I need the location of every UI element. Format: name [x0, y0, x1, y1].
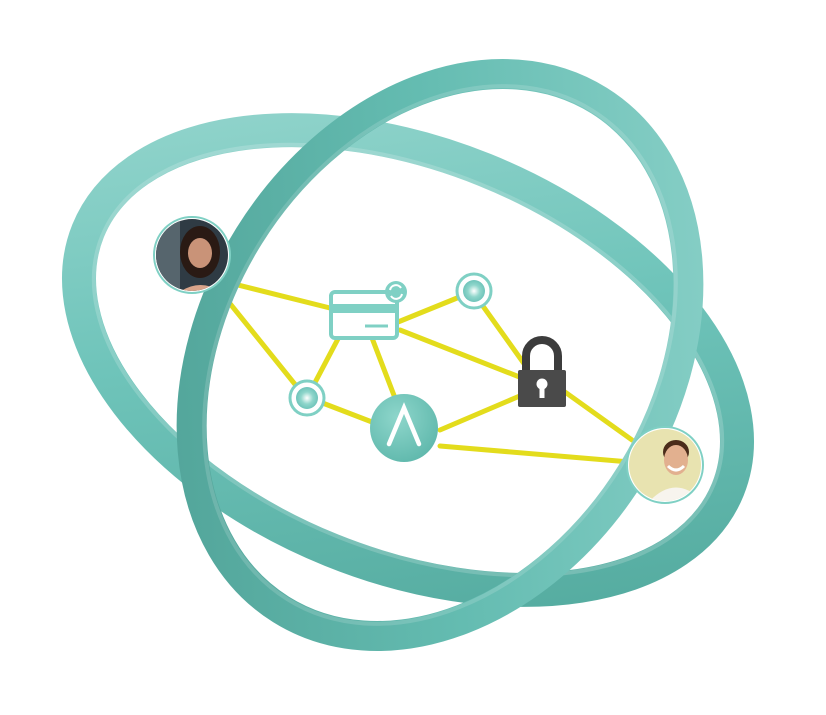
network-node-icon	[288, 379, 326, 417]
credit-card-refresh-icon	[329, 281, 407, 340]
lock-icon	[518, 336, 566, 407]
orbit-ring-vertical	[176, 59, 704, 651]
link-hub-lock	[437, 392, 525, 433]
link-lock-avatar-right	[562, 389, 635, 443]
link-hub-avatar-right	[437, 443, 633, 465]
link-card-node-b	[395, 293, 465, 325]
link-card-hub	[369, 335, 398, 401]
logo-hub-icon	[370, 394, 438, 462]
link-node-b-lock	[477, 299, 528, 368]
network-node-icon	[455, 272, 493, 310]
avatar-man-icon	[626, 426, 704, 504]
link-node-a-hub	[317, 399, 375, 425]
link-card-lock	[397, 327, 525, 381]
orbit-ring-horizontal	[62, 113, 754, 607]
